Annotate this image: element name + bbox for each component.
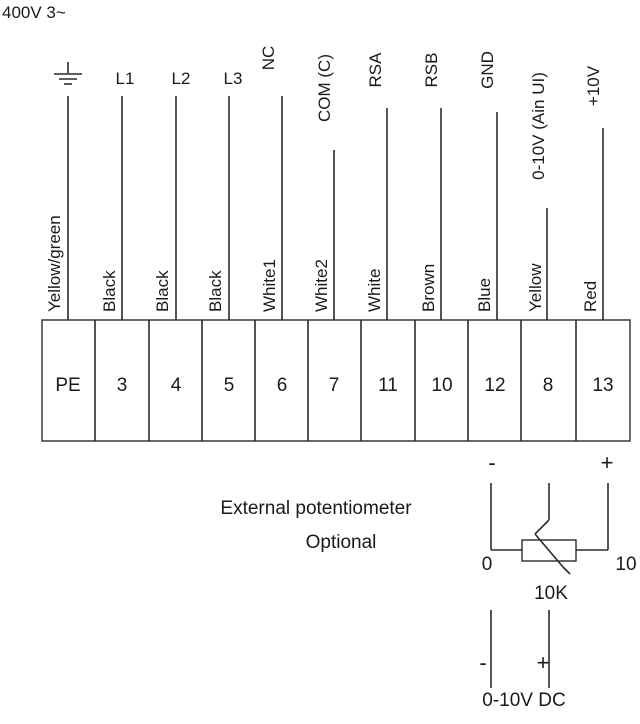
top-label-10v: +10V bbox=[584, 65, 603, 106]
top-label-rsb: RSB bbox=[422, 53, 441, 88]
top-label-com: COM (C) bbox=[315, 54, 334, 122]
wire-color-4: Black bbox=[153, 270, 172, 312]
wire-color-13: Red bbox=[581, 281, 600, 312]
earth-ground-icon bbox=[54, 62, 82, 85]
wire-color-pe: Yellow/green bbox=[45, 215, 64, 312]
top-label-gnd: GND bbox=[478, 51, 497, 89]
pot-title: External potentiometer bbox=[220, 498, 412, 519]
top-label-ain: 0-10V (Ain UI) bbox=[529, 72, 548, 180]
top-label-rsa: RSA bbox=[366, 52, 385, 88]
terminal-3: 3 bbox=[117, 375, 128, 396]
terminal-12: 12 bbox=[484, 375, 505, 396]
pot-minus-sign: - bbox=[488, 450, 495, 475]
wire-color-10: Brown bbox=[419, 264, 438, 312]
top-label-l3: L3 bbox=[224, 69, 243, 88]
wire-color-12: Blue bbox=[475, 278, 494, 312]
pot-plus-sign: + bbox=[601, 450, 614, 475]
terminal-5: 5 bbox=[224, 375, 235, 396]
terminal-block bbox=[41, 319, 631, 442]
wire-color-3: Black bbox=[100, 270, 119, 312]
signal-input bbox=[490, 610, 550, 688]
top-label-nc: NC bbox=[259, 46, 278, 71]
wire-color-7: White2 bbox=[312, 259, 331, 312]
signal-plus-sign: + bbox=[537, 650, 550, 675]
pot-left-terminal: 0 bbox=[482, 554, 493, 575]
pot-subtitle: Optional bbox=[306, 532, 377, 553]
wire-color-6: White1 bbox=[260, 259, 279, 312]
top-label-l1: L1 bbox=[116, 69, 135, 88]
wires bbox=[67, 96, 604, 320]
potentiometer-symbol bbox=[490, 483, 609, 575]
terminal-6: 6 bbox=[277, 375, 288, 396]
terminal-pe: PE bbox=[55, 375, 80, 396]
pot-right-terminal: 10 bbox=[615, 554, 636, 575]
signal-label: 0-10V DC bbox=[482, 690, 565, 711]
terminal-10: 10 bbox=[431, 375, 452, 396]
wire-color-11: White bbox=[365, 269, 384, 312]
terminal-11: 11 bbox=[378, 375, 398, 396]
terminal-4: 4 bbox=[171, 375, 182, 396]
pot-value: 10K bbox=[534, 583, 568, 604]
terminal-8: 8 bbox=[543, 375, 554, 396]
terminal-13: 13 bbox=[592, 375, 613, 396]
supply-label: 400V 3~ bbox=[2, 3, 66, 22]
terminal-7: 7 bbox=[329, 375, 340, 396]
signal-minus-sign: - bbox=[479, 650, 486, 675]
wire-color-8: Yellow bbox=[526, 263, 545, 312]
wire-color-5: Black bbox=[206, 270, 225, 312]
top-label-l2: L2 bbox=[172, 69, 191, 88]
